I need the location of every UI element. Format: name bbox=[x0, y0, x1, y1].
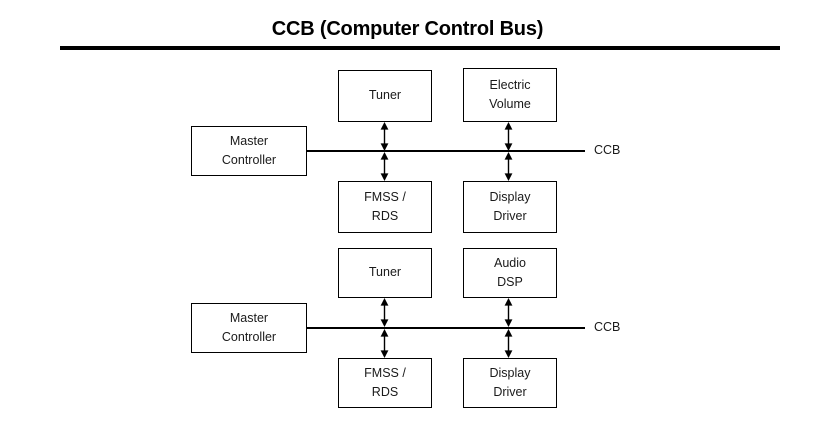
double-arrow-icon-audiodsp-bus bbox=[501, 298, 516, 327]
block-master-controller-bottom[interactable]: Master Controller bbox=[191, 303, 307, 353]
block-fmss-rds-top[interactable]: FMSS / RDS bbox=[338, 181, 432, 233]
block-label-line1: FMSS / bbox=[364, 189, 406, 204]
block-master-controller-top[interactable]: Master Controller bbox=[191, 126, 307, 176]
block-label-line2: RDS bbox=[371, 385, 399, 399]
block-label-line1: Audio bbox=[494, 255, 526, 270]
block-display-driver-bottom[interactable]: Display Driver bbox=[463, 358, 557, 408]
block-label-line2: RDS bbox=[371, 209, 399, 223]
block-label-line1: Master bbox=[229, 310, 269, 325]
block-tuner-bottom[interactable]: Tuner bbox=[338, 248, 432, 298]
block-label-line1: Display bbox=[489, 189, 531, 204]
double-arrow-icon-tuner-bus-bottom bbox=[377, 298, 392, 327]
block-label-line1: Master bbox=[229, 133, 269, 148]
double-arrow-icon-evol-bus-top bbox=[501, 122, 516, 151]
block-fmss-rds-bottom[interactable]: FMSS / RDS bbox=[338, 358, 432, 408]
block-audio-dsp[interactable]: Audio DSP bbox=[463, 248, 557, 298]
block-label-line2: Controller bbox=[221, 153, 277, 167]
block-label-line1: FMSS / bbox=[364, 365, 406, 380]
bus-label-bottom: CCB bbox=[594, 320, 621, 334]
block-label-line1: Electric bbox=[489, 77, 531, 92]
bus-line-top bbox=[307, 150, 585, 152]
block-display-driver-top[interactable]: Display Driver bbox=[463, 181, 557, 233]
block-label-line2: Driver bbox=[493, 385, 527, 399]
double-arrow-icon-bus-display-top bbox=[501, 152, 516, 181]
block-label-line2: DSP bbox=[497, 275, 523, 289]
block-electric-volume[interactable]: Electric Volume bbox=[463, 68, 557, 122]
block-label-line2: Driver bbox=[493, 209, 527, 223]
bus-label-top: CCB bbox=[594, 143, 621, 157]
block-label-line2: Controller bbox=[221, 330, 277, 344]
block-label-line2: Volume bbox=[489, 97, 531, 111]
block-label-line1: Display bbox=[489, 365, 531, 380]
title-divider bbox=[60, 46, 780, 50]
block-tuner-top[interactable]: Tuner bbox=[338, 70, 432, 122]
block-label-line1: Tuner bbox=[368, 265, 402, 280]
double-arrow-icon-bus-display-bottom bbox=[501, 329, 516, 358]
bus-line-bottom bbox=[307, 327, 585, 329]
block-label-line1: Tuner bbox=[368, 88, 402, 103]
double-arrow-icon-bus-fmss-top bbox=[377, 152, 392, 181]
double-arrow-icon-tuner-bus-top bbox=[377, 122, 392, 151]
page-title: CCB (Computer Control Bus) bbox=[271, 18, 544, 40]
double-arrow-icon-bus-fmss-bottom bbox=[377, 329, 392, 358]
